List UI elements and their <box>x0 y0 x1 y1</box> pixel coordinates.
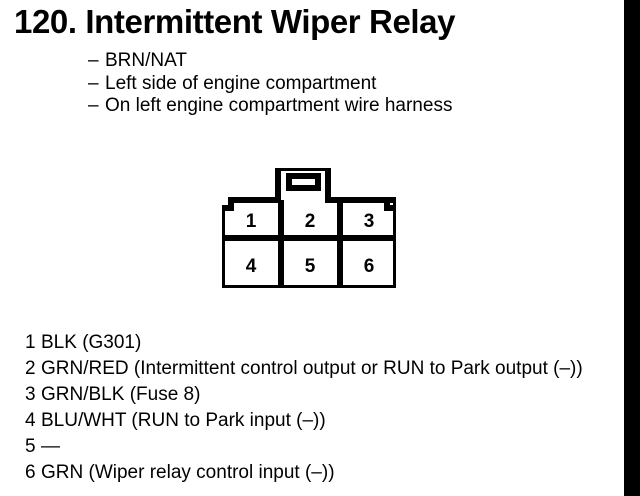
pin-legend-number: 5 <box>25 436 36 457</box>
pin-number-2: 2 <box>305 211 316 232</box>
description-text: On left engine compartment wire harness <box>105 95 453 116</box>
pin-legend-number: 3 <box>25 384 36 405</box>
locking-tab-slot <box>286 173 321 191</box>
dash-bullet-icon: – <box>88 72 99 94</box>
pin-legend-number: 2 <box>25 358 36 379</box>
description-text: BRN/NAT <box>105 50 187 71</box>
pin-legend-number: 6 <box>25 462 36 483</box>
pin-number-4: 4 <box>246 256 257 277</box>
pin-legend-text: GRN (Wiper relay control input (–)) <box>41 462 335 483</box>
description-text: Left side of engine compartment <box>105 72 377 94</box>
pin-legend-row: 4 BLU/WHT (RUN to Park input (–)) <box>25 408 625 434</box>
pin-legend-number: 4 <box>25 410 36 431</box>
pin-number-3: 3 <box>364 211 375 232</box>
pin-legend-text: GRN/BLK (Fuse 8) <box>41 384 201 405</box>
pin-legend-number: 1 <box>25 332 36 353</box>
pin-legend-text: BLK (G301) <box>41 332 142 353</box>
pin-legend-text: GRN/RED (Intermittent control output or … <box>41 358 583 379</box>
pin-number-5: 5 <box>305 256 316 277</box>
pin-legend-list: 1 BLK (G301) 2 GRN/RED (Intermittent con… <box>25 330 625 486</box>
pin-legend-row: 2 GRN/RED (Intermittent control output o… <box>25 356 625 382</box>
pin-legend-row: 6 GRN (Wiper relay control input (–)) <box>25 460 625 486</box>
description-line: – Left side of engine compartment <box>88 73 608 96</box>
dash-bullet-icon: – <box>88 50 99 71</box>
pin-legend-text: — <box>41 436 60 457</box>
connector-diagram: 1 2 3 4 5 6 <box>222 168 396 288</box>
connector-body-path <box>222 168 396 288</box>
dash-bullet-icon: – <box>88 95 99 116</box>
description-list: – BRN/NAT – Left side of engine compartm… <box>88 50 608 118</box>
page-gutter-bar <box>624 0 640 496</box>
page-title: 120. Intermittent Wiper Relay <box>14 3 456 40</box>
description-line: – BRN/NAT <box>88 50 608 73</box>
connector-outline-svg: 1 2 3 4 5 6 <box>222 168 396 288</box>
connector-right-notch <box>384 200 396 211</box>
pin-legend-row: 1 BLK (G301) <box>25 330 625 356</box>
pin-legend-row: 5 — <box>25 434 625 460</box>
pin-number-6: 6 <box>364 256 375 277</box>
pin-legend-row: 3 GRN/BLK (Fuse 8) <box>25 382 625 408</box>
pin-number-1: 1 <box>246 211 257 232</box>
description-line: – On left engine compartment wire harnes… <box>88 95 608 118</box>
pin-legend-text: BLU/WHT (RUN to Park input (–)) <box>41 410 326 431</box>
